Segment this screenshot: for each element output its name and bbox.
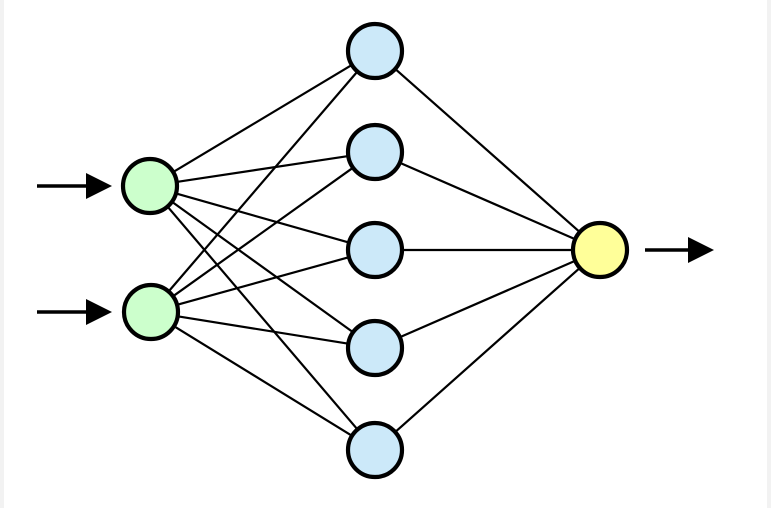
- edge-h2-o1: [399, 161, 576, 241]
- edge-i2-h4: [177, 315, 349, 345]
- hidden-node-h2[interactable]: [345, 122, 405, 182]
- hidden-node-h1[interactable]: [345, 21, 405, 81]
- edge-h4-o1: [399, 259, 576, 339]
- edge-i1-h3: [175, 192, 350, 244]
- hidden-node-h3[interactable]: [345, 220, 405, 280]
- in-arrow-1-head: [86, 173, 112, 199]
- edge-i2-h1: [167, 70, 359, 293]
- in-arrow-2-head: [86, 299, 112, 325]
- input-node-i2[interactable]: [121, 282, 181, 342]
- edge-i1-h4: [171, 200, 354, 334]
- nodes-group: [120, 21, 630, 480]
- hidden-node-h5[interactable]: [345, 420, 405, 480]
- edge-h5-o1: [394, 267, 581, 433]
- edge-i1-h2: [176, 154, 349, 184]
- output-node-o1[interactable]: [570, 220, 630, 280]
- edge-i2-h5: [173, 325, 353, 437]
- out-arrow-1-head: [688, 237, 714, 263]
- io-arrows-group: [37, 173, 714, 325]
- edges-group: [166, 63, 581, 437]
- edge-i1-h1: [172, 63, 353, 174]
- edge-i2-h2: [172, 166, 354, 298]
- input-node-i1[interactable]: [120, 156, 180, 216]
- edge-i1-h5: [166, 205, 359, 431]
- edge-i2-h3: [176, 256, 350, 306]
- hidden-node-h4[interactable]: [345, 318, 405, 378]
- edge-h1-o1: [394, 68, 581, 233]
